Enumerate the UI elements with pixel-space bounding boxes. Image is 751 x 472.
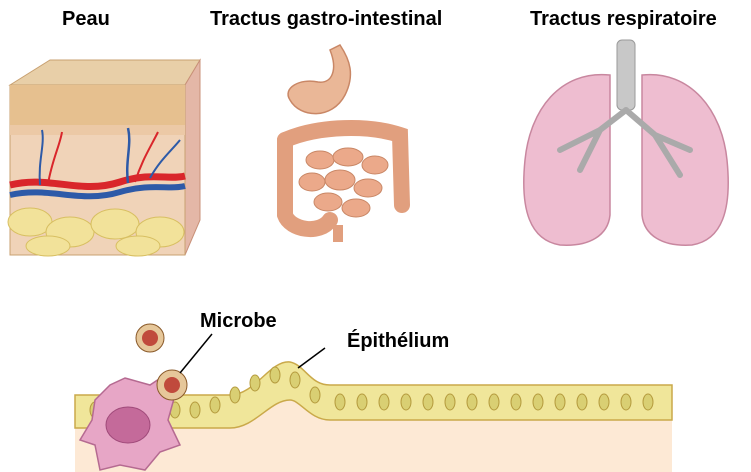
lungs-illustration: [524, 40, 728, 245]
epithelium-illustration: [75, 324, 672, 472]
gut-illustration: [285, 45, 402, 242]
skin-illustration: [8, 60, 200, 256]
microbe: [157, 370, 187, 400]
microbe: [136, 324, 164, 352]
